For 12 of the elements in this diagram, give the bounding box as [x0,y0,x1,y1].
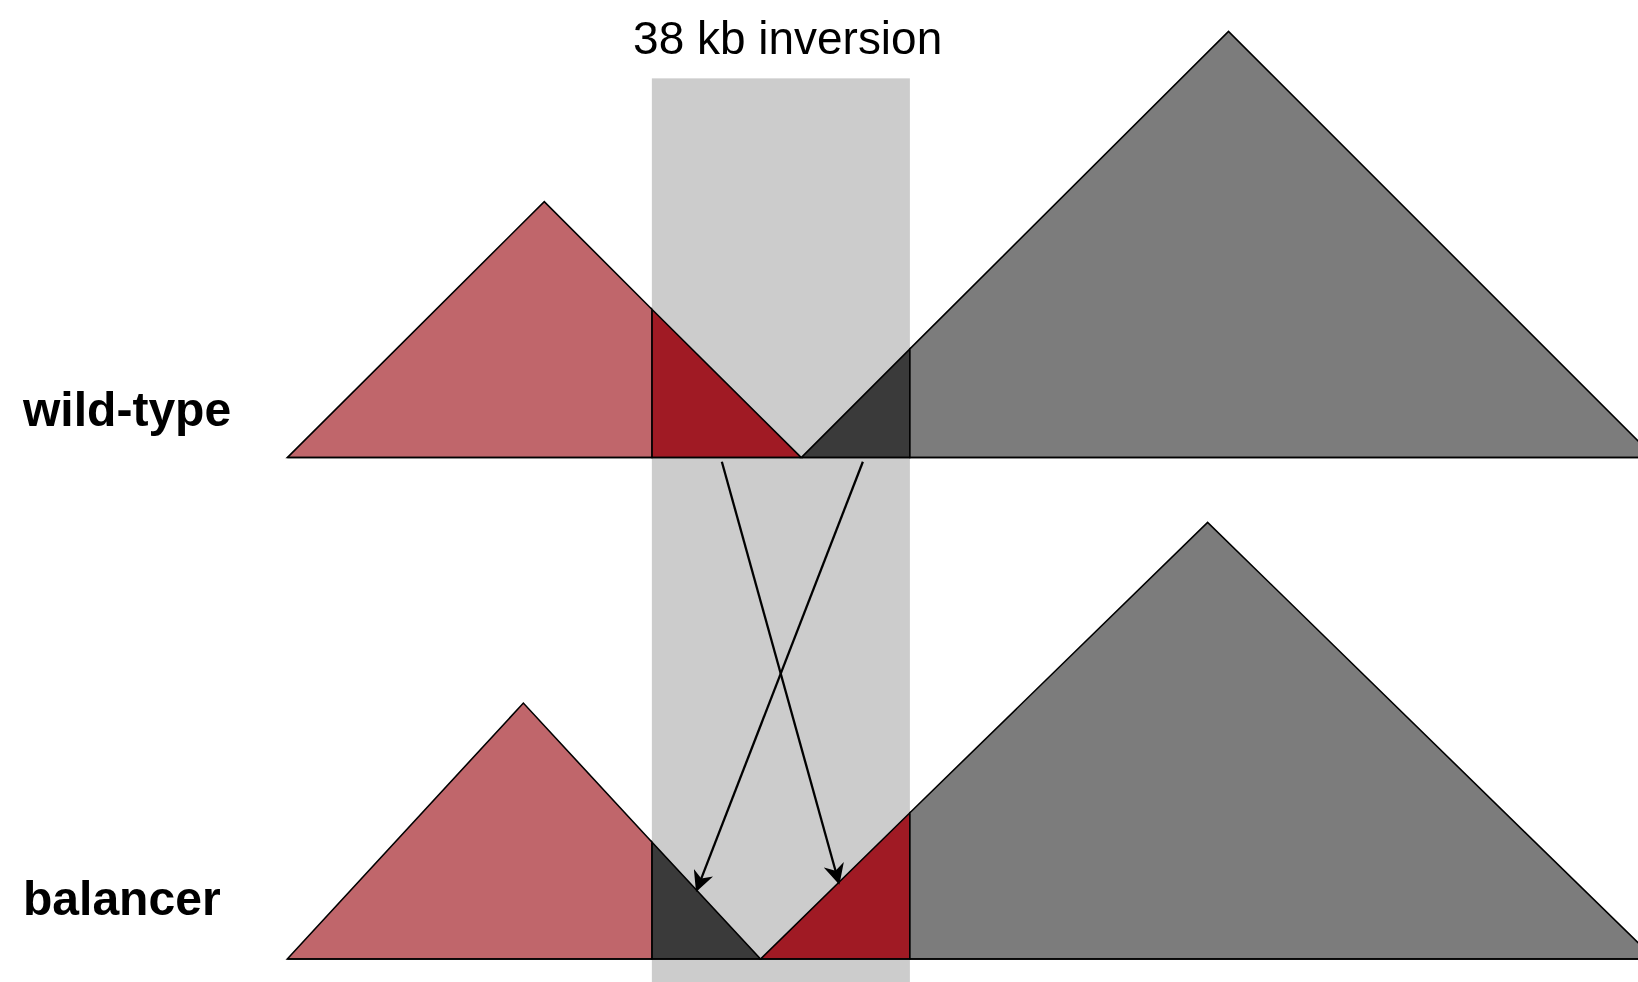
inverted-segment [758,810,911,960]
row-label: wild-type [23,383,232,437]
arrow [693,461,864,892]
inverted-segment [799,347,911,459]
inverted-segment [651,840,763,960]
domain-triangle [285,200,653,459]
domain-triangle [285,701,653,960]
row-label: balancer [23,872,221,926]
inversion-label: 38 kb inversion [633,12,943,65]
domain-triangle [909,521,1638,960]
inverted-segment [651,307,804,459]
arrow [720,461,844,885]
